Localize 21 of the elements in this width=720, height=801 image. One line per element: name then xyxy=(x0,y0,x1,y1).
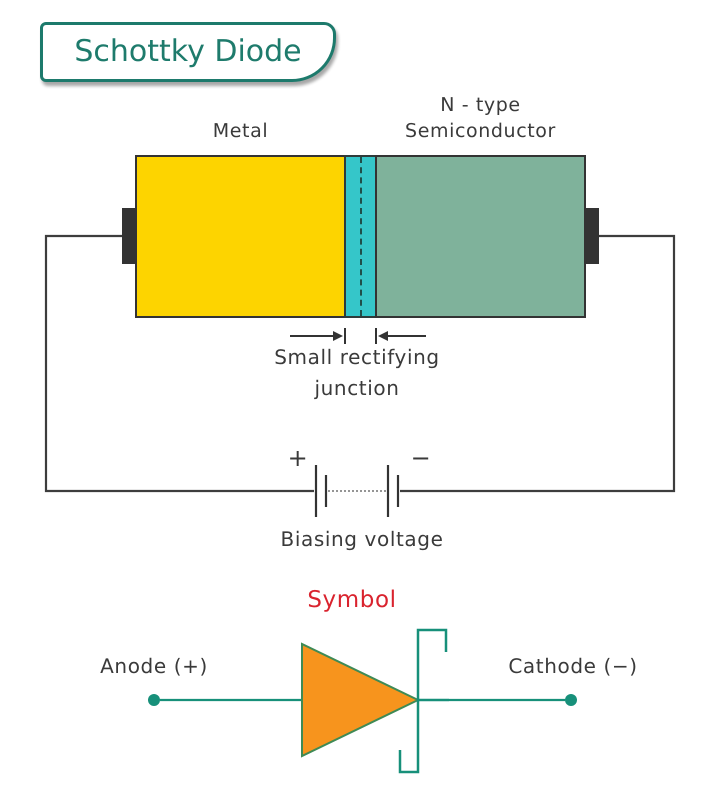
terminal-contact xyxy=(585,208,599,264)
wire xyxy=(160,698,301,702)
terminal-dot xyxy=(148,694,160,706)
battery-caption: Biasing voltage xyxy=(280,526,444,553)
terminal-dot xyxy=(565,694,577,706)
polarity-sign: − xyxy=(410,443,432,473)
layer-label: Metal xyxy=(212,119,270,144)
terminal-label: Anode (+) xyxy=(99,653,209,680)
layer-label: N - type Semiconductor xyxy=(404,93,557,144)
section-heading: Symbol xyxy=(306,586,398,615)
junction-caption: Small rectifying junction xyxy=(273,344,441,402)
wire xyxy=(449,698,565,702)
terminal-contact xyxy=(122,208,136,264)
polarity-sign: + xyxy=(286,443,310,473)
junction-layer xyxy=(344,155,377,318)
wire xyxy=(400,234,676,492)
battery-symbol xyxy=(314,463,400,519)
title-banner: Schottky Diode xyxy=(40,22,336,82)
wire xyxy=(44,234,314,492)
terminal-label: Cathode (−) xyxy=(507,653,639,680)
diode-symbol xyxy=(301,626,449,774)
